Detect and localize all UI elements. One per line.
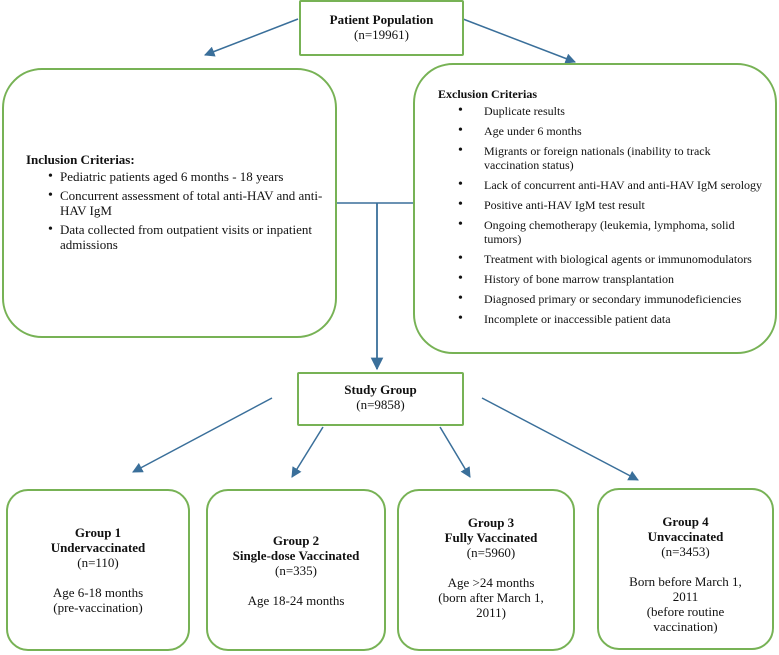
group-2-name: Group 2 (272, 533, 320, 548)
group-3-name: Group 3 (467, 515, 515, 530)
exclusion-item: Treatment with biological agents or immu… (438, 252, 765, 266)
patient-population-count: (n=19961) (354, 27, 409, 42)
inclusion-item: Pediatric patients aged 6 months - 18 ye… (26, 169, 323, 184)
group-2-age: Age 18-24 months (247, 593, 345, 608)
patient-population-title: Patient Population (329, 12, 434, 27)
study-group-box: Study Group (n=9858) (297, 372, 464, 426)
inclusion-item: Data collected from outpatient visits or… (26, 222, 323, 252)
inclusion-criteria-box: Inclusion Criterias: Pediatric patients … (2, 68, 337, 338)
inclusion-title: Inclusion Criterias: (26, 152, 135, 167)
arrow-to-group-3 (439, 426, 471, 478)
group-4-name: Group 4 (662, 514, 709, 529)
exclusion-item: History of bone marrow transplantation (438, 272, 765, 286)
group-3-count: (n=5960) (466, 545, 516, 560)
exclusion-item: Positive anti-HAV IgM test result (438, 198, 765, 212)
group-2-box: Group 2 Single-dose Vaccinated (n=335) A… (206, 489, 386, 651)
patient-population-box: Patient Population (n=19961) (299, 0, 464, 56)
group-1-name: Group 1 (74, 525, 122, 540)
group-4-box: Group 4 Unvaccinated (n=3453) Born befor… (597, 488, 774, 650)
exclusion-item: Migrants or foreign nationals (inability… (438, 144, 765, 172)
exclusion-item: Duplicate results (438, 104, 765, 118)
group-2-count: (n=335) (275, 563, 317, 578)
group-1-note: (pre-vaccination) (53, 600, 143, 615)
group-3-box: Group 3 Fully Vaccinated (n=5960) Age >2… (397, 489, 575, 651)
inclusion-item: Concurrent assessment of total anti-HAV … (26, 188, 323, 218)
group-4-count: (n=3453) (661, 544, 710, 559)
arrow-to-group-2 (291, 426, 324, 478)
study-group-title: Study Group (344, 382, 417, 397)
group-1-count: (n=110) (77, 555, 119, 570)
group-1-box: Group 1 Undervaccinated (n=110) Age 6-18… (6, 489, 190, 651)
group-3-note: (born after March 1, 2011) (438, 590, 544, 620)
arrow-to-group-1 (132, 397, 273, 473)
inclusion-list: Pediatric patients aged 6 months - 18 ye… (26, 169, 323, 252)
arrow-to-exclusion (462, 18, 576, 64)
group-4-born: Born before March 1, 2011 (629, 574, 742, 604)
exclusion-item: Ongoing chemotherapy (leukemia, lymphoma… (438, 218, 765, 246)
group-1-age: Age 6-18 months (52, 585, 144, 600)
study-group-count: (n=9858) (356, 397, 405, 412)
exclusion-list: Duplicate results Age under 6 months Mig… (438, 104, 765, 326)
group-3-label: Fully Vaccinated (444, 530, 538, 545)
group-4-note: (before routine vaccination) (646, 604, 725, 634)
exclusion-criteria-box: Exclusion Criterias Duplicate results Ag… (413, 63, 777, 354)
group-4-label: Unvaccinated (647, 529, 724, 544)
arrow-to-inclusion (204, 18, 299, 57)
arrow-to-group-4 (481, 397, 639, 481)
exclusion-item: Diagnosed primary or secondary immunodef… (438, 292, 765, 306)
exclusion-item: Incomplete or inaccessible patient data (438, 312, 765, 326)
exclusion-title: Exclusion Criterias (438, 87, 537, 101)
group-3-age: Age >24 months (447, 575, 535, 590)
exclusion-item: Age under 6 months (438, 124, 765, 138)
group-1-label: Undervaccinated (50, 540, 146, 555)
group-2-label: Single-dose Vaccinated (232, 548, 360, 563)
exclusion-item: Lack of concurrent anti-HAV and anti-HAV… (438, 178, 765, 192)
